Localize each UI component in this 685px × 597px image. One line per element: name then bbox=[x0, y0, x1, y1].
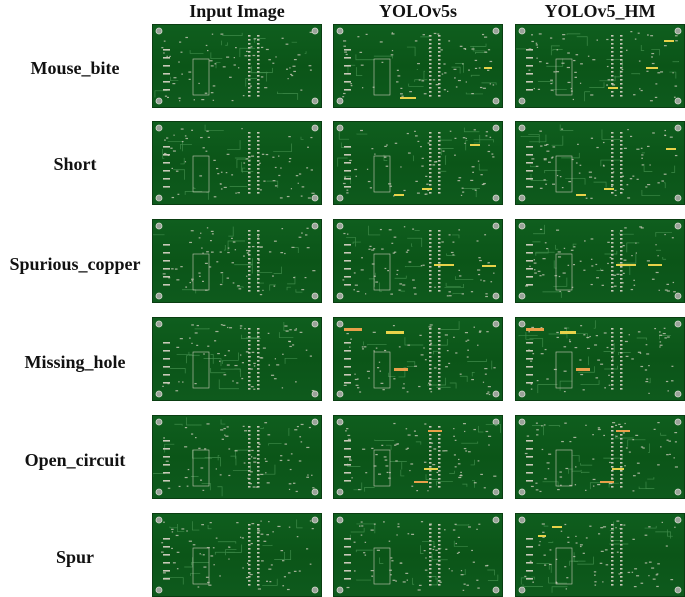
detection-box bbox=[666, 148, 676, 150]
row-label-spur: Spur bbox=[55, 547, 95, 567]
pcb-image-open-circuit-input-image bbox=[152, 415, 322, 499]
detection-box bbox=[344, 328, 362, 331]
detection-box bbox=[616, 430, 630, 432]
detection-box bbox=[434, 264, 454, 266]
pcb-image-short-yolov5s bbox=[333, 121, 503, 205]
detection-box bbox=[386, 331, 404, 334]
pcb-image-spur-yolov5-hm bbox=[515, 513, 685, 597]
column-header-yolov5s: YOLOv5s bbox=[378, 1, 457, 21]
pcb-image-open-circuit-yolov5s bbox=[333, 415, 503, 499]
detection-box bbox=[576, 194, 586, 196]
pcb-image-spur-yolov5s bbox=[333, 513, 503, 597]
detection-box bbox=[400, 97, 416, 99]
pcb-image-short-yolov5-hm bbox=[515, 121, 685, 205]
detection-box bbox=[600, 481, 614, 483]
pcb-image-missing-hole-input-image bbox=[152, 317, 322, 401]
detection-box bbox=[664, 40, 674, 42]
row-label-mouse-bite: Mouse_bite bbox=[30, 58, 120, 78]
detection-box bbox=[394, 194, 404, 196]
row-label-short: Short bbox=[53, 154, 97, 174]
detection-box bbox=[612, 468, 624, 470]
detection-box bbox=[538, 535, 546, 537]
detection-box bbox=[470, 144, 480, 146]
pcb-image-mouse-bite-yolov5s bbox=[333, 24, 503, 108]
column-header-input-image: Input Image bbox=[189, 1, 285, 21]
pcb-image-spurious-copper-yolov5-hm bbox=[515, 219, 685, 303]
pcb-image-short-input-image bbox=[152, 121, 322, 205]
detection-box bbox=[646, 67, 658, 69]
detection-box bbox=[394, 368, 408, 371]
pcb-image-spurious-copper-input-image bbox=[152, 219, 322, 303]
detection-box bbox=[428, 430, 442, 432]
detection-box bbox=[648, 264, 662, 266]
detection-box bbox=[552, 526, 562, 528]
pcb-image-spurious-copper-yolov5s bbox=[333, 219, 503, 303]
pcb-image-open-circuit-yolov5-hm bbox=[515, 415, 685, 499]
column-header-yolov5-hm: YOLOv5_HM bbox=[544, 1, 656, 21]
detection-box bbox=[422, 188, 432, 190]
detection-box bbox=[482, 265, 496, 267]
row-label-open-circuit: Open_circuit bbox=[24, 450, 126, 470]
pcb-image-mouse-bite-yolov5-hm bbox=[515, 24, 685, 108]
detection-box bbox=[616, 264, 636, 266]
pcb-image-spur-input-image bbox=[152, 513, 322, 597]
detection-box bbox=[484, 67, 492, 69]
row-label-missing-hole: Missing_hole bbox=[24, 352, 126, 372]
detection-box bbox=[608, 87, 618, 89]
pcb-image-missing-hole-yolov5s bbox=[333, 317, 503, 401]
detection-box bbox=[424, 468, 438, 470]
detection-box bbox=[526, 328, 544, 331]
pcb-image-missing-hole-yolov5-hm bbox=[515, 317, 685, 401]
detection-box bbox=[414, 481, 428, 483]
detection-box bbox=[604, 188, 614, 190]
row-label-spurious-copper: Spurious_copper bbox=[9, 254, 141, 274]
pcb-image-mouse-bite-input-image bbox=[152, 24, 322, 108]
detection-box bbox=[560, 331, 576, 334]
detection-box bbox=[576, 368, 590, 371]
